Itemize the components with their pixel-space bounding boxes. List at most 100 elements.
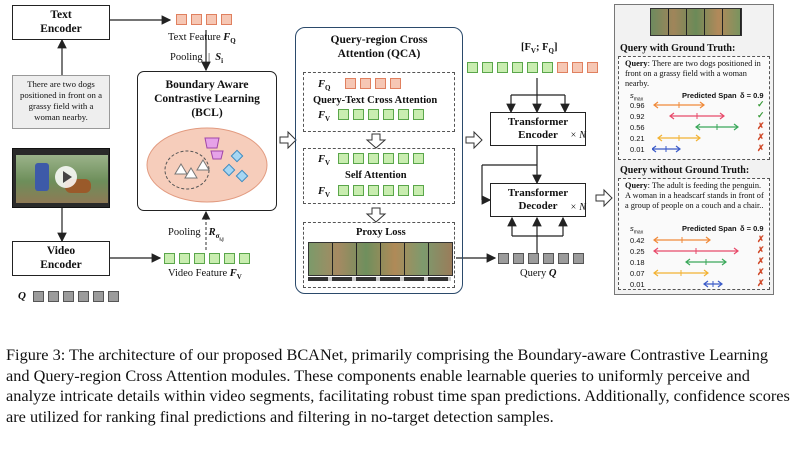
score-value: 0.01 <box>630 280 645 289</box>
predicted-span-arrow <box>695 123 739 131</box>
pooling-bottom-label: Pooling Rσi,j <box>168 227 224 243</box>
query-token <box>498 253 509 264</box>
query-token <box>93 291 104 302</box>
encoder-repeat-label: × N <box>570 130 586 141</box>
query-token <box>528 253 539 264</box>
concat-token <box>557 62 568 73</box>
concat-token <box>587 62 598 73</box>
verdict-mark: ✗ <box>757 245 765 255</box>
verdict-mark: ✗ <box>757 256 765 266</box>
predicted-span-arrow <box>653 269 709 277</box>
predicted-span-arrow <box>657 134 701 142</box>
video-encoder-box: Video Encoder <box>12 241 110 276</box>
score-value: 0.07 <box>630 269 645 278</box>
verdict-mark: ✗ <box>757 132 765 142</box>
fq-token <box>360 78 371 89</box>
qca-title: Query-region Cross Attention (QCA) <box>330 34 428 60</box>
predicted-span-header: Predicted Span <box>682 91 737 100</box>
fv-token <box>398 153 409 164</box>
query-text-cross-attention-block <box>303 72 455 132</box>
score-value: 0.18 <box>630 258 645 267</box>
text-feature-token <box>221 14 232 25</box>
with-gt-title: Query with Ground Truth: <box>620 43 736 54</box>
query-token <box>48 291 59 302</box>
fv-tilde-label: FV <box>318 110 331 124</box>
query-token <box>573 253 584 264</box>
without-gt-query-text: Query: The adult is feeding the penguin.… <box>625 181 764 210</box>
video-feature-token <box>209 253 220 264</box>
without-gt-title: Query without Ground Truth: <box>620 165 750 176</box>
fq-tilde-label: FQ <box>318 79 331 93</box>
fv-token <box>368 153 379 164</box>
smax-header: smax <box>630 91 644 103</box>
text-feature-label: Text Feature FQ <box>168 32 236 46</box>
predicted-span-arrow <box>703 280 723 288</box>
concat-token <box>497 62 508 73</box>
score-value: 0.92 <box>630 112 645 121</box>
without-gt-box <box>618 178 770 290</box>
video-feature-label: Video Feature FV <box>168 268 242 282</box>
text-feature-token <box>191 14 202 25</box>
video-feature-token <box>164 253 175 264</box>
predicted-span-arrow <box>685 258 727 266</box>
qca-module <box>295 27 463 294</box>
fv-token <box>413 109 424 120</box>
concat-label: [FV; FQ] <box>521 42 558 56</box>
proxy-loss-label: Proxy Loss <box>356 227 406 238</box>
fv-prime-label: FV <box>318 154 331 168</box>
fv-token <box>338 153 349 164</box>
verdict-mark: ✗ <box>757 267 765 277</box>
score-value: 0.42 <box>630 236 645 245</box>
score-value: 0.01 <box>630 145 645 154</box>
verdict-mark: ✗ <box>757 121 765 131</box>
query-token <box>33 291 44 302</box>
fv-token <box>413 153 424 164</box>
query-text-cross-attention-label: Query-Text Cross Attention <box>313 95 438 106</box>
video-feature-token <box>179 253 190 264</box>
fv-token <box>383 185 394 196</box>
fq-token <box>345 78 356 89</box>
play-icon <box>55 166 77 188</box>
fv-token <box>383 153 394 164</box>
predicted-span-arrow <box>669 112 725 120</box>
verdict-mark: ✓ <box>757 99 765 109</box>
fv-token <box>353 109 364 120</box>
video-feature-token <box>224 253 235 264</box>
verdict-mark: ✓ <box>757 110 765 120</box>
bcl-embedding-space <box>146 127 268 203</box>
concat-token <box>572 62 583 73</box>
fv-token <box>398 109 409 120</box>
bcl-title: Boundary Aware Contrastive Learning (BCL… <box>154 79 260 119</box>
fq-token <box>390 78 401 89</box>
concat-token <box>482 62 493 73</box>
concat-token <box>512 62 523 73</box>
score-value: 0.21 <box>630 134 645 143</box>
video-feature-token <box>194 253 205 264</box>
query-token <box>108 291 119 302</box>
connector-lines <box>57 15 613 263</box>
concat-token <box>467 62 478 73</box>
predicted-span-header-2: Predicted Span <box>682 224 737 233</box>
figure-caption: Figure 3: The architecture of our propos… <box>6 345 790 426</box>
query-sentence-box: There are two dogs positioned in front o… <box>12 75 110 129</box>
proxy-loss-block <box>303 222 455 288</box>
with-gt-box <box>618 56 770 160</box>
proxy-video-frames <box>308 242 453 276</box>
fv-token <box>338 185 349 196</box>
score-value: 0.25 <box>630 247 645 256</box>
fv-token <box>398 185 409 196</box>
concat-token <box>542 62 553 73</box>
pooling-top-label: Pooling | Si <box>170 52 224 66</box>
predicted-span-arrow <box>653 247 739 255</box>
query-token <box>558 253 569 264</box>
panel-video-frames <box>650 8 742 36</box>
query-token <box>63 291 74 302</box>
predicted-span-arrow <box>653 236 711 244</box>
self-attention-label: Self Attention <box>345 170 407 181</box>
self-attention-block <box>303 148 455 204</box>
fv-token <box>383 109 394 120</box>
verdict-mark: ✗ <box>757 234 765 244</box>
fv-token <box>413 185 424 196</box>
transformer-decoder-box: Transformer Decoder <box>490 183 586 217</box>
score-value: 0.56 <box>630 123 645 132</box>
